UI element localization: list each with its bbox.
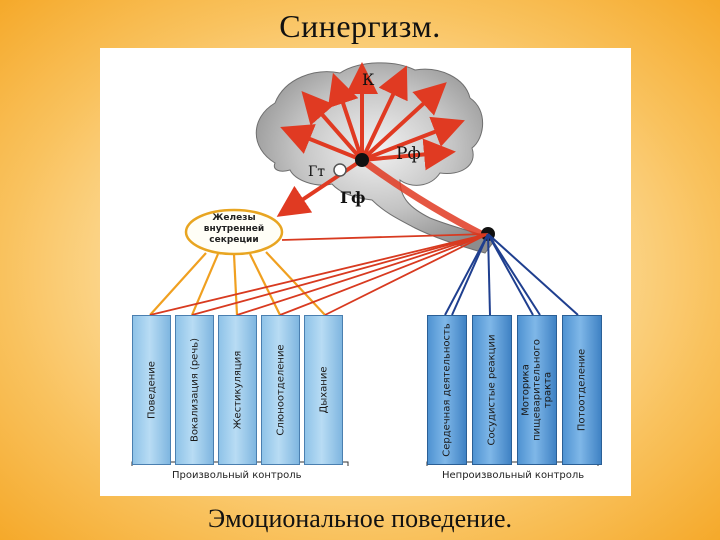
gland-label: Железы внутренней секреции [203, 213, 265, 245]
box-cardiac: Сердечная деятельность [427, 315, 467, 465]
node-center [355, 153, 369, 167]
label-k: К [362, 70, 375, 89]
label-rf: Рф [396, 144, 421, 164]
arrow-5 [360, 82, 447, 162]
box-salivation: Слюноотделение [261, 315, 300, 465]
arrow-10 [358, 156, 489, 240]
arrow-7 [360, 138, 456, 171]
box-vascular: Сосудистые реакции [472, 315, 512, 465]
box-digestive: Моторика пищеварительного тракта [517, 315, 557, 465]
slide-caption: Эмоциональное поведение. [207, 504, 513, 533]
label-gt: Гт [308, 164, 326, 180]
arrow-8 [280, 124, 364, 162]
involuntary-control-label: Непроизвольный контроль [442, 470, 585, 481]
arrow-1 [301, 90, 364, 162]
box-sweating: Потоотделение [562, 315, 602, 465]
box-vocalization: Вокализация (речь) [175, 315, 214, 465]
arrow-4 [360, 65, 408, 162]
label-gf: Гф [340, 188, 366, 207]
box-gestures: Жестикуляция [218, 315, 257, 465]
arrow-9 [276, 158, 364, 217]
voluntary-control-label: Произвольный контроль [172, 470, 302, 481]
orange-lines [149, 251, 326, 316]
red-lines [149, 233, 489, 316]
slide-title: Синергизм. [279, 8, 441, 44]
box-behavior: Поведение [132, 315, 171, 465]
node-gt [333, 163, 347, 177]
diagram-figure: К Рф Гт Гф Железы внутренней секреции По… [100, 48, 631, 496]
arrow-6 [360, 116, 465, 162]
blue-lines [444, 233, 579, 316]
arrow-2 [327, 72, 364, 162]
box-breathing: Дыхание [304, 315, 343, 465]
